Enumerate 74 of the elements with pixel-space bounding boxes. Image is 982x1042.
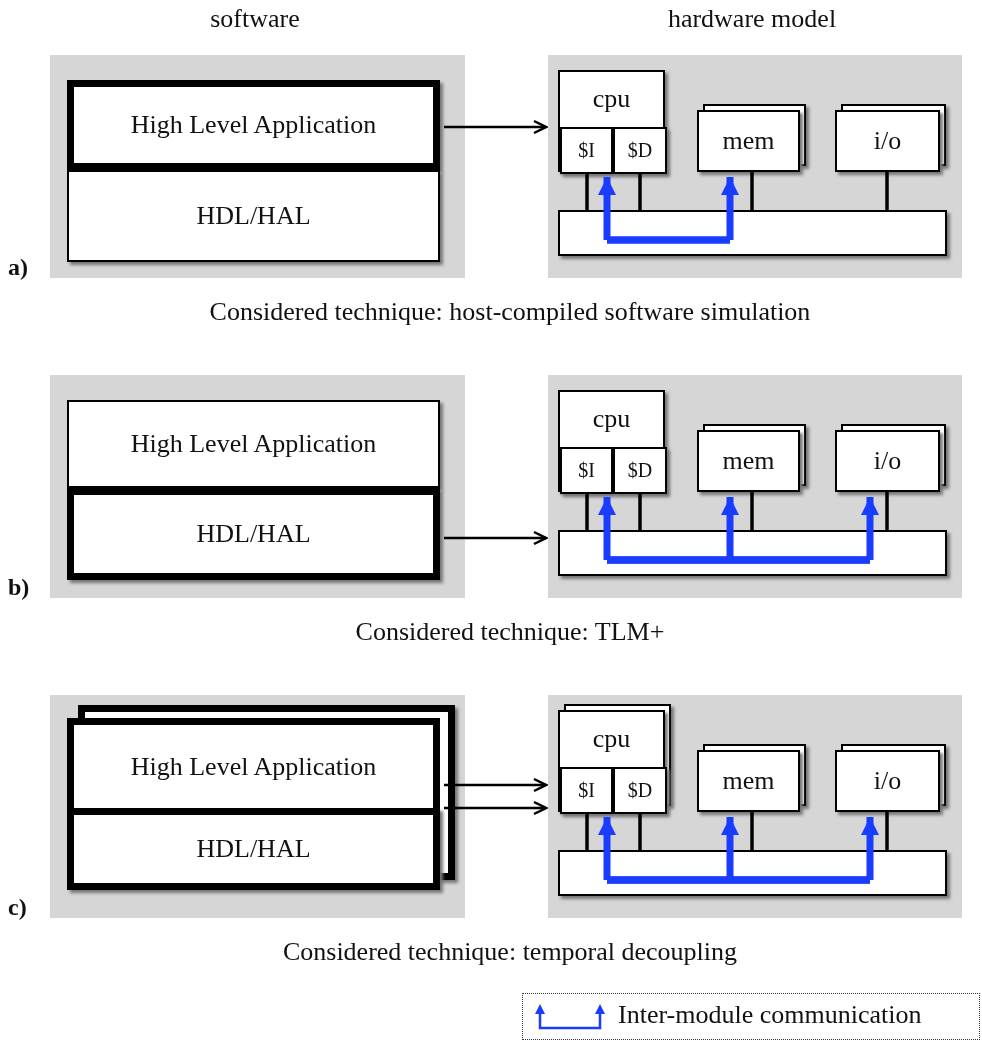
box-label: i/o [872, 445, 903, 477]
software-layer-box [67, 808, 440, 890]
box-label: mem [721, 765, 776, 797]
software-layer-box [67, 400, 440, 488]
software-panel [50, 375, 465, 598]
box-label: mem [721, 445, 776, 477]
panel-letter: c) [8, 893, 27, 921]
box-label: High Level Application [129, 428, 378, 460]
hardware-panel [548, 55, 962, 278]
cache-box [560, 767, 613, 814]
box-label: mem [721, 125, 776, 157]
bus-connector [638, 812, 642, 850]
arrow [444, 530, 548, 546]
io-box [835, 110, 940, 172]
arrow [444, 777, 548, 793]
cache-box [560, 447, 613, 494]
box-label: High Level Application [129, 750, 378, 783]
software-panel [50, 695, 465, 918]
box-label: cpu [591, 82, 632, 115]
cache-box [613, 767, 667, 814]
software-layer-box [67, 80, 440, 170]
bus-connector [585, 172, 589, 210]
memory-box [697, 750, 800, 812]
bus-connector [638, 172, 642, 210]
box-label: HDL/HAL [195, 200, 312, 232]
cache-box [613, 447, 667, 494]
box-label: $I [577, 138, 596, 163]
cpu-box [558, 390, 665, 492]
box-label: HDL/HAL [195, 833, 312, 865]
caption: Considered technique: host-compiled software simulation [209, 297, 811, 328]
bus-connector [638, 492, 642, 530]
cache-box [560, 127, 613, 174]
memory-box [697, 430, 800, 492]
software-layer-box [67, 170, 440, 262]
box-label: $D [626, 138, 654, 163]
hardware-panel [548, 375, 962, 598]
column-heading: hardware model [667, 4, 837, 35]
panel-letter: a) [8, 253, 28, 281]
column-heading: software [210, 4, 300, 35]
bus-connector [885, 812, 889, 850]
bus-connector [885, 492, 889, 530]
box-label: i/o [872, 765, 903, 797]
box-label: i/o [872, 125, 903, 157]
software-panel [50, 55, 465, 278]
box-label: cpu [591, 722, 632, 755]
cpu-box [558, 70, 665, 172]
arrow [444, 119, 548, 135]
io-box [835, 430, 940, 492]
box-label: $I [577, 778, 596, 803]
io-box [835, 750, 940, 812]
caption: Considered technique: TLM+ [355, 617, 665, 648]
software-layer-box [67, 718, 440, 808]
cpu-box [558, 710, 665, 812]
software-layer-box [67, 488, 440, 580]
bus-connector [585, 812, 589, 850]
box-label: HDL/HAL [195, 518, 312, 550]
box-label: cpu [591, 402, 632, 435]
panel-letter: b) [8, 573, 30, 601]
caption: Considered technique: temporal decoupling [282, 937, 738, 968]
box-label: High Level Application [129, 109, 378, 141]
legend-label: Inter-module communication [618, 1000, 922, 1030]
bus-connector [750, 172, 754, 210]
arrow [444, 800, 548, 816]
bus-connector [885, 172, 889, 210]
memory-box [697, 110, 800, 172]
bus-connector [585, 492, 589, 530]
box-label: $I [577, 458, 596, 483]
cache-box [613, 127, 667, 174]
bus-bar [558, 210, 947, 256]
box-label: $D [626, 458, 654, 483]
box-label: $D [626, 778, 654, 803]
bus-connector [750, 492, 754, 530]
bus-connector [750, 812, 754, 850]
hardware-panel [548, 695, 962, 918]
